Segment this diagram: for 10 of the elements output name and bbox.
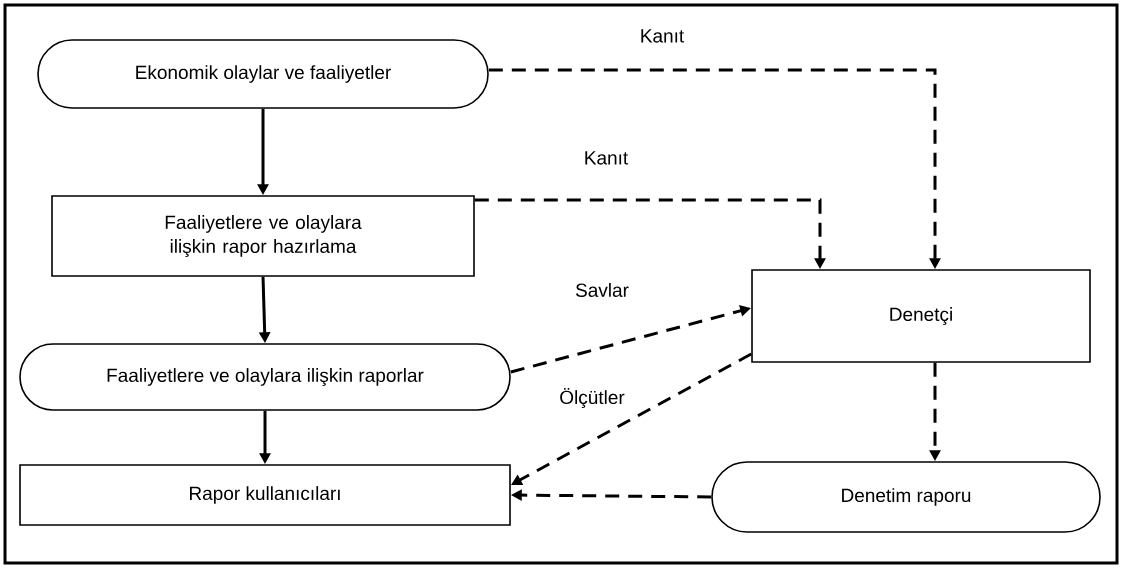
edge-label: Kanıt	[581, 149, 631, 167]
process-box: Rapor kullanıcıları	[19, 464, 511, 526]
process-box: Denetçi	[751, 269, 1091, 363]
rounded-box: Faaliyetlere ve olaylara ilişkin raporlar	[19, 343, 511, 411]
edge-label: Kanıt	[637, 27, 687, 45]
rounded-box: Denetim raporu	[711, 461, 1101, 533]
edge-label: Savlar	[573, 281, 631, 299]
edge-label: Ölçütler	[557, 386, 627, 410]
rounded-box: Ekonomik olaylar ve faaliyetler	[37, 39, 489, 109]
process-box: Faaliyetlere ve olaylara ilişkin rapor hazırlama	[51, 195, 475, 277]
